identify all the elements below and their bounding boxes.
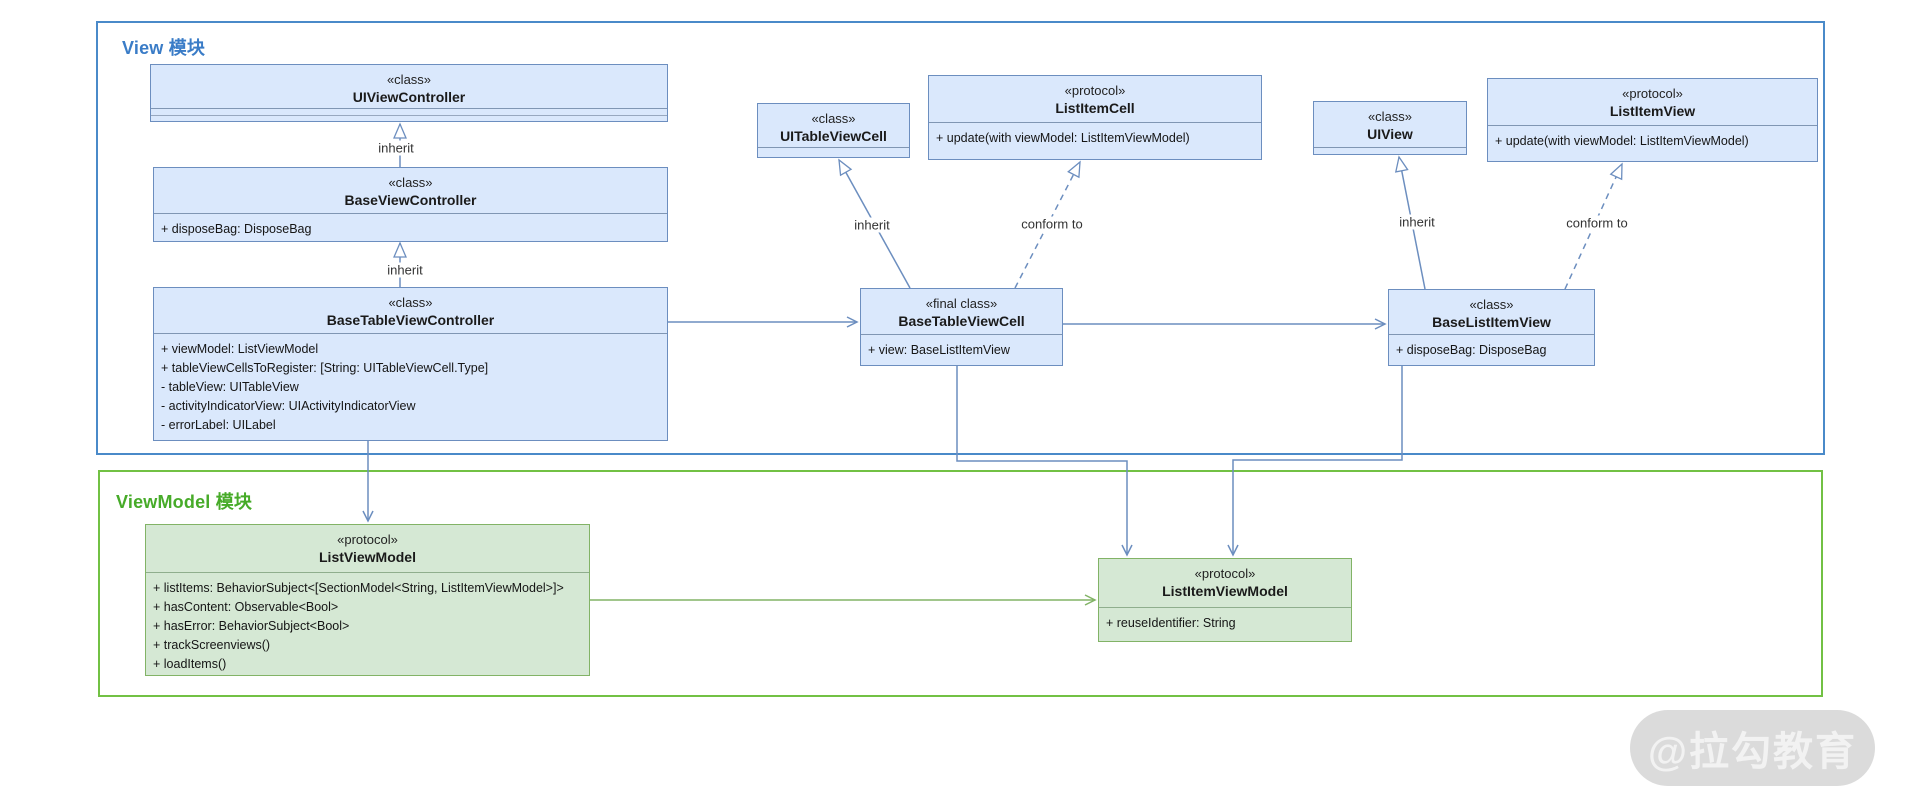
- node-stereotype: «protocol»: [337, 532, 398, 547]
- member-row: + trackScreenviews(): [153, 638, 271, 652]
- edge-label-conform-to: conform to: [1563, 215, 1631, 231]
- viewmodel-module-title: ViewModel 模块: [116, 492, 253, 512]
- empty-compartment: [151, 116, 667, 122]
- uml-node-baseviewcontroller: «class» BaseViewController + disposeBag:…: [153, 167, 668, 242]
- member-row: + hasError: BehaviorSubject<Bool>: [153, 619, 350, 633]
- node-title: «class» BaseViewController: [154, 168, 667, 214]
- uml-node-basetableviewcontroller: «class» BaseTableViewController + viewMo…: [153, 287, 668, 441]
- node-members: + disposeBag: DisposeBag: [1389, 335, 1594, 365]
- node-stereotype: «class»: [388, 295, 433, 310]
- node-name: UIView: [1367, 126, 1413, 142]
- member-row: + update(with viewModel: ListItemViewMod…: [1495, 134, 1749, 148]
- node-title: «protocol» ListItemCell: [929, 76, 1261, 123]
- member-row: - tableView: UITableView: [161, 380, 299, 394]
- node-stereotype: «class»: [386, 72, 432, 87]
- node-members: + listItems: BehaviorSubject<[SectionMod…: [146, 573, 589, 675]
- member-row: + viewModel: ListViewModel: [161, 342, 319, 356]
- node-name: BaseListItemView: [1432, 314, 1551, 330]
- node-members: + reuseIdentifier: String: [1099, 608, 1351, 641]
- node-name: ListItemCell: [1055, 100, 1135, 116]
- node-title: «class» BaseTableViewController: [154, 288, 667, 334]
- uml-node-baselistitemview: «class» BaseListItemView + disposeBag: D…: [1388, 289, 1595, 366]
- watermark-badge: @拉勾教育: [1630, 710, 1875, 786]
- view-module-title: View 模块: [122, 38, 206, 58]
- edge-label-conform-to: conform to: [1018, 216, 1086, 232]
- node-name: UITableViewCell: [780, 128, 887, 144]
- container-viewmodel-module: ViewModel 模块: [98, 470, 1823, 697]
- member-row: + tableViewCellsToRegister: [String: UIT…: [161, 361, 489, 375]
- uml-node-uiview: «class» UIView: [1313, 101, 1467, 155]
- member-row: + loadItems(): [153, 657, 227, 671]
- node-name: ListItemViewModel: [1162, 583, 1288, 599]
- member-row: + listItems: BehaviorSubject<[SectionMod…: [153, 581, 564, 595]
- node-title: «class» UITableViewCell: [758, 104, 909, 148]
- node-stereotype: «protocol»: [1064, 83, 1126, 98]
- member-row: + view: BaseListItemView: [868, 343, 1010, 357]
- node-members: + update(with viewModel: ListItemViewMod…: [929, 123, 1261, 159]
- edge-assoc-basetablecell-to-listitemviewmodel: [956, 366, 1133, 557]
- uml-node-uiviewcontroller: «class» UIViewController: [150, 64, 668, 122]
- node-title: «protocol» ListViewModel: [146, 525, 589, 573]
- empty-compartment: [758, 148, 909, 157]
- node-stereotype: «class»: [388, 175, 433, 190]
- edge-assoc-baselistitemview-to-listitemviewmodel: [1227, 366, 1403, 557]
- node-members: + view: BaseListItemView: [861, 335, 1062, 365]
- node-stereotype: «final class»: [925, 296, 998, 311]
- member-row: - errorLabel: UILabel: [161, 418, 276, 432]
- node-name: BaseViewController: [344, 192, 477, 208]
- container-view-module: View 模块: [96, 21, 1825, 455]
- node-stereotype: «protocol»: [1622, 86, 1683, 101]
- node-title: «class» UIViewController: [151, 65, 667, 109]
- node-name: BaseTableViewController: [326, 312, 495, 328]
- node-title: «final class» BaseTableViewCell: [861, 289, 1062, 335]
- empty-compartment: [1314, 148, 1466, 154]
- uml-node-listitemview: «protocol» ListItemView + update(with vi…: [1487, 78, 1818, 162]
- watermark-text: @拉勾教育: [1647, 730, 1857, 774]
- member-row: + disposeBag: DisposeBag: [1396, 343, 1547, 357]
- node-title: «protocol» ListItemViewModel: [1099, 559, 1351, 608]
- node-members: + update(with viewModel: ListItemViewMod…: [1488, 126, 1817, 161]
- uml-node-listviewmodel: «protocol» ListViewModel + listItems: Be…: [145, 524, 590, 676]
- edge-label-inherit: inherit: [384, 262, 426, 278]
- uml-node-uitableviewcell: «class» UITableViewCell: [757, 103, 910, 158]
- node-stereotype: «class»: [1469, 297, 1514, 312]
- node-title: «class» BaseListItemView: [1389, 290, 1594, 335]
- uml-node-listitemcell: «protocol» ListItemCell + update(with vi…: [928, 75, 1262, 160]
- member-row: + disposeBag: DisposeBag: [161, 222, 312, 236]
- uml-node-basetableviewcell: «final class» BaseTableViewCell + view: …: [860, 288, 1063, 366]
- edge-label-inherit: inherit: [851, 217, 893, 233]
- edge-label-inherit: inherit: [1396, 214, 1438, 230]
- node-stereotype: «protocol»: [1194, 566, 1256, 581]
- member-row: + hasContent: Observable<Bool>: [153, 600, 339, 614]
- empty-compartment: [151, 109, 667, 116]
- node-members: + disposeBag: DisposeBag: [154, 214, 667, 241]
- node-title: «protocol» ListItemView: [1488, 79, 1817, 126]
- node-members: + viewModel: ListViewModel + tableViewCe…: [154, 334, 667, 440]
- node-stereotype: «class»: [811, 111, 856, 126]
- node-title: «class» UIView: [1314, 102, 1466, 148]
- node-name: ListViewModel: [319, 549, 416, 565]
- node-name: ListItemView: [1609, 103, 1696, 119]
- node-name: BaseTableViewCell: [898, 313, 1025, 329]
- uml-node-listitemviewmodel: «protocol» ListItemViewModel + reuseIden…: [1098, 558, 1352, 642]
- node-stereotype: «class»: [1367, 109, 1413, 124]
- member-row: + reuseIdentifier: String: [1106, 616, 1236, 630]
- node-name: UIViewController: [352, 89, 466, 105]
- edge-label-inherit: inherit: [375, 140, 417, 156]
- member-row: - activityIndicatorView: UIActivityIndic…: [161, 399, 416, 413]
- member-row: + update(with viewModel: ListItemViewMod…: [936, 131, 1190, 145]
